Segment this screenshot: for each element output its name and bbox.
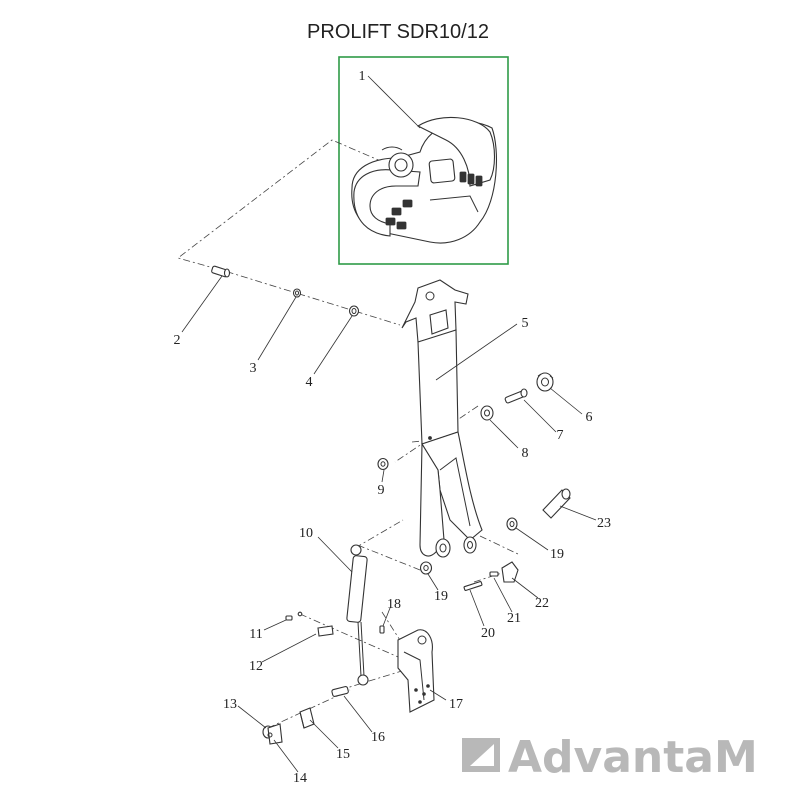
- part-9-nut: [377, 457, 389, 471]
- part-4-washer: [348, 305, 360, 317]
- callout-7: 7: [557, 428, 564, 443]
- callout-12: 12: [249, 659, 263, 674]
- part-20-screw: [463, 581, 483, 591]
- part-2-pin: [211, 265, 231, 278]
- diagram-title: PROLIFT SDR10/12: [307, 21, 489, 43]
- callout-14: 14: [293, 771, 307, 786]
- part-5-tiller-arm: [401, 279, 483, 558]
- part-22-switch-block: [501, 561, 519, 583]
- part-17-mount-bracket: [397, 629, 435, 713]
- part-13-14-clevis: [262, 723, 283, 745]
- callout-16: 16: [371, 730, 385, 745]
- callout-10: 10: [299, 526, 313, 541]
- part-1-highlight-box: [338, 56, 509, 265]
- part-12-plate: [317, 625, 334, 637]
- part-3-ring: [292, 288, 302, 298]
- callout-3: 3: [250, 361, 257, 376]
- part-1-control-handle: [351, 116, 498, 244]
- part-16-bolt: [331, 686, 349, 697]
- callout-5: 5: [522, 316, 529, 331]
- callout-19-b: 19: [434, 589, 448, 604]
- callout-20: 20: [481, 626, 495, 641]
- callout-6: 6: [586, 410, 593, 425]
- part-18-small-pin: [379, 625, 385, 634]
- part-10-gas-spring: [346, 544, 369, 686]
- part-8-bushing: [480, 405, 494, 421]
- callout-22: 22: [535, 596, 549, 611]
- callout-19-a: 19: [550, 547, 564, 562]
- part-11-screw: [285, 611, 303, 621]
- part-21-pin: [489, 571, 499, 577]
- handle-switch-buttons: [385, 171, 483, 230]
- callout-1: 1: [359, 69, 366, 84]
- leader-lines: [181, 75, 597, 773]
- callout-21: 21: [507, 611, 521, 626]
- callout-4: 4: [306, 375, 313, 390]
- callout-8: 8: [522, 446, 529, 461]
- callout-13: 13: [223, 697, 237, 712]
- callout-15: 15: [336, 747, 350, 762]
- callout-9: 9: [378, 483, 385, 498]
- callout-11: 11: [249, 627, 262, 642]
- part-19-bushing-b: [419, 561, 433, 575]
- advantam-logo-icon: [462, 738, 500, 772]
- callout-23: 23: [597, 516, 611, 531]
- watermark-text: AdvantaM: [508, 732, 758, 783]
- callout-numbers: 1 2 3 4 5 6 7 8 9 10 11 12 13 14 15 16 1…: [174, 69, 612, 786]
- callout-2: 2: [174, 333, 181, 348]
- callout-18: 18: [387, 597, 401, 612]
- callout-17: 17: [449, 697, 463, 712]
- part-6-wheel: [536, 372, 554, 392]
- part-7-bolt: [504, 388, 528, 404]
- part-15-bracket: [299, 707, 315, 729]
- part-19-bushing-a: [506, 517, 518, 531]
- part-23-axle: [542, 488, 571, 519]
- advantam-watermark: AdvantaM: [462, 732, 758, 783]
